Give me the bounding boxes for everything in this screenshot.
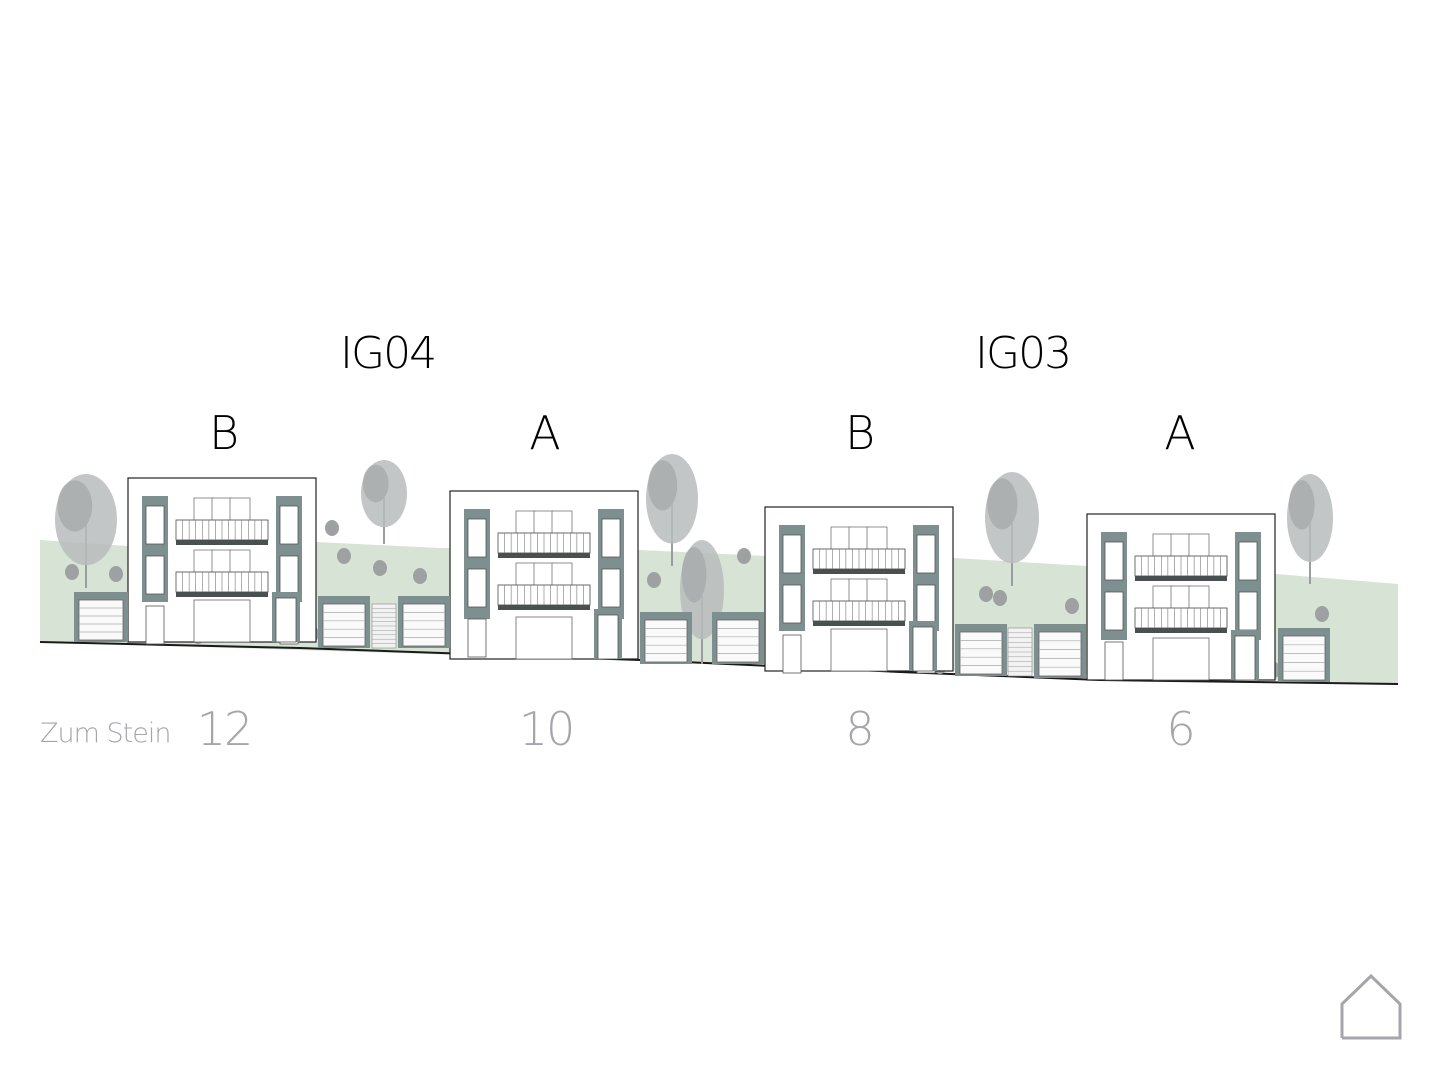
window xyxy=(916,534,936,574)
ground-floor-windows xyxy=(193,599,251,643)
tree xyxy=(361,460,407,544)
shrub xyxy=(325,520,339,536)
window xyxy=(1104,541,1124,581)
house-type-label: A xyxy=(529,406,561,460)
garage xyxy=(712,612,764,664)
stairs xyxy=(371,603,397,649)
tree xyxy=(646,454,698,566)
garage xyxy=(398,596,450,648)
window xyxy=(1104,591,1124,631)
garage-door xyxy=(322,603,366,647)
tree-crown xyxy=(1288,480,1315,530)
house-number[interactable]: 10 xyxy=(518,702,576,756)
window xyxy=(145,605,165,645)
tree xyxy=(1287,474,1333,584)
window xyxy=(145,505,165,545)
garage-door xyxy=(78,599,124,641)
shrub xyxy=(373,560,387,576)
garage-door xyxy=(644,619,688,663)
window xyxy=(1104,641,1124,681)
shrub xyxy=(65,564,79,580)
window xyxy=(145,555,165,595)
balcony-slab xyxy=(813,569,905,574)
entrance-door xyxy=(597,614,619,660)
window xyxy=(782,634,802,674)
home-icon xyxy=(1340,973,1402,1040)
garage-door xyxy=(1038,631,1082,677)
balcony-slab xyxy=(498,605,590,610)
tree-crown xyxy=(681,546,707,603)
house-number[interactable]: 8 xyxy=(845,702,874,756)
balcony-slab xyxy=(813,621,905,626)
balcony-slab xyxy=(498,553,590,558)
tree-crown xyxy=(57,480,93,532)
house-number[interactable]: 12 xyxy=(196,702,254,756)
group-label-ig03: IG03 xyxy=(975,328,1072,379)
entrance-door xyxy=(912,626,934,672)
window xyxy=(1238,541,1258,581)
house-type-label: B xyxy=(844,406,876,460)
shrub xyxy=(737,548,751,564)
window xyxy=(601,568,621,608)
window xyxy=(782,534,802,574)
garage xyxy=(74,592,128,642)
tree-crown xyxy=(987,478,1018,530)
home-button[interactable] xyxy=(1338,972,1404,1044)
ground-floor-windows xyxy=(515,616,573,660)
garage xyxy=(1278,628,1330,682)
house-facade xyxy=(1086,513,1276,681)
window xyxy=(467,618,487,658)
trees xyxy=(55,454,1333,678)
house-number[interactable]: 6 xyxy=(1166,702,1195,756)
house-type-label: B xyxy=(208,406,240,460)
houses xyxy=(127,477,1276,681)
window xyxy=(279,555,299,595)
garages xyxy=(74,592,1330,682)
garage xyxy=(955,624,1007,676)
ground-floor-windows xyxy=(830,628,888,672)
balcony-slab xyxy=(176,540,268,545)
shrub xyxy=(109,566,123,582)
window xyxy=(782,584,802,624)
street-name: Zum Stein xyxy=(40,718,171,749)
window xyxy=(1238,591,1258,631)
garage-door xyxy=(1282,635,1326,681)
house-facade xyxy=(449,490,639,660)
garage xyxy=(1034,624,1086,678)
house-facade xyxy=(127,477,317,645)
shrub xyxy=(1315,606,1329,622)
tree-crown xyxy=(648,460,678,511)
tree xyxy=(55,473,117,588)
window xyxy=(279,505,299,545)
house-type-label: A xyxy=(1164,406,1196,460)
garage-door xyxy=(716,619,760,663)
window xyxy=(467,518,487,558)
tree xyxy=(985,471,1039,586)
entrance-door xyxy=(275,597,297,643)
house-facade xyxy=(764,506,954,674)
shrub xyxy=(337,548,351,564)
balcony-slab xyxy=(176,592,268,597)
garage xyxy=(318,596,370,648)
shrub xyxy=(647,572,661,588)
garage xyxy=(640,612,692,664)
shrub xyxy=(1065,598,1079,614)
group-label-ig04: IG04 xyxy=(340,328,437,379)
window xyxy=(916,584,936,624)
shrub xyxy=(993,590,1007,606)
window xyxy=(467,568,487,608)
balcony-slab xyxy=(1135,628,1227,633)
shrub xyxy=(413,568,427,584)
garage-door xyxy=(402,603,446,647)
stairs xyxy=(1007,627,1033,677)
shrub xyxy=(979,586,993,602)
tree-crown xyxy=(362,464,389,503)
window xyxy=(601,518,621,558)
ground-floor-windows xyxy=(1152,637,1210,681)
garage-door xyxy=(959,631,1003,675)
balcony-slab xyxy=(1135,576,1227,581)
entrance-door xyxy=(1234,635,1256,681)
